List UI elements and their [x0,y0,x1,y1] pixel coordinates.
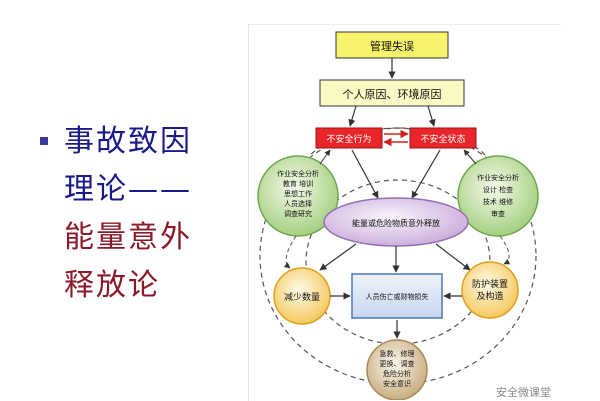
arrow-center-reduce [319,243,357,271]
left-circle-line-5: 调查研究 [284,209,312,218]
arrow-left-circle-act [319,149,331,165]
dashed-arrow-right [499,235,511,265]
response-circle [366,339,428,400]
arrow-act-center [351,149,379,199]
arrow-causes-act [348,105,357,127]
response-line-1: 急救、修理 [380,349,415,358]
diagram-frame [248,24,561,401]
arrow-center-protect [435,243,471,271]
right-circle-line-4: 审查 [491,209,505,218]
top-dashed-arc [299,127,495,169]
title-line-3: 能量意外 [64,220,192,255]
arrow-right-circle-state [463,149,477,165]
bullet-icon [40,137,48,145]
right-circle-line-2: 设计 检查 [483,185,513,194]
right-circle-line-3: 技术 维修 [483,197,513,206]
right-analysis-circle [457,155,539,237]
left-circle-line-1: 作业安全分析 [277,169,319,178]
left-circle-line-2: 教育 培训 [283,179,313,188]
protection-line-2: 及构造 [476,290,503,302]
right-circle-line-1: 作业安全分析 [477,173,519,182]
response-line-4: 安全意识 [383,379,411,388]
title-line-1: 事故致因 [64,124,192,159]
dashed-arrow-left [283,235,297,269]
causes-box [319,79,465,107]
loss-box [351,273,443,319]
unsafe-act-label: 不安全行为 [326,133,371,145]
unsafe-act-box [315,127,383,149]
left-circle-line-3: 思想工作 [284,189,312,198]
management-box [335,31,449,59]
reduce-quantity-label: 减少数量 [284,291,320,303]
unsafe-state-label: 不安全状态 [420,133,465,145]
protection-circle [461,261,519,319]
loss-label: 人员伤亡或财物损失 [366,292,429,301]
arrow-state-center [411,149,441,199]
arrow-causes-state [427,105,436,127]
unsafe-state-box [409,127,477,149]
left-circle-line-4: 人员选择 [284,199,312,208]
response-line-2: 更换、调查 [380,359,415,368]
title-line-2: 理论—— [64,172,192,207]
watermark: 安全微课堂 [496,386,551,399]
title-line-4: 释放论 [64,268,160,303]
response-line-3: 危险分析 [383,369,411,378]
causes-label: 个人原因、环境原因 [343,87,442,101]
protection-line-1: 防护装置 [472,278,508,290]
energy-release-label: 能量或危险物质意外释放 [352,218,440,228]
left-analysis-circle [257,155,339,237]
management-label: 管理失误 [370,39,414,53]
